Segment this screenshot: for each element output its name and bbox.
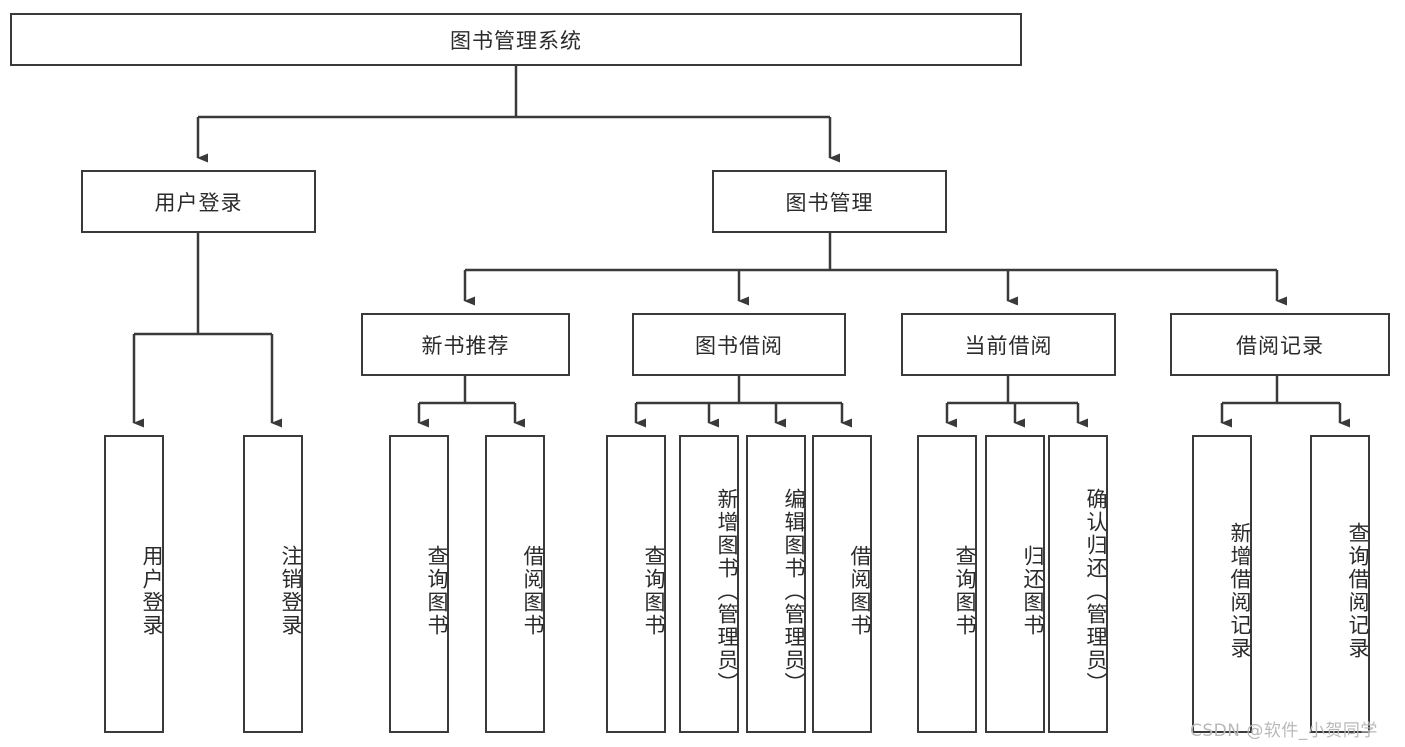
node-label: 查询图书 [642,545,666,637]
node-label: 图书管理 [785,190,874,215]
node-label: 新增图书（管理员） [715,487,739,695]
leaf-add-book-admin[interactable]: 新增图书（管理员） [679,435,739,733]
leaf-confirm-return-admin[interactable]: 确认归还（管理员） [1048,435,1108,733]
node-new-book-recommend[interactable]: 新书推荐 [361,313,570,376]
node-label: 借阅记录 [1236,333,1324,358]
node-book-management[interactable]: 图书管理 [712,170,947,233]
leaf-add-borrow-record[interactable]: 新增借阅记录 [1192,435,1252,733]
node-borrow-records[interactable]: 借阅记录 [1170,313,1390,376]
node-label: 借阅图书 [848,545,872,637]
node-label: 新书推荐 [421,333,510,358]
node-label: 图书借阅 [695,333,783,358]
node-label: 当前借阅 [964,333,1053,358]
node-book-borrow[interactable]: 图书借阅 [632,313,846,376]
leaf-borrow-book[interactable]: 借阅图书 [812,435,872,733]
node-label: 查询图书 [425,545,449,637]
node-label: 用户登录 [140,545,164,637]
leaf-query-book-new[interactable]: 查询图书 [389,435,449,733]
node-label: 图书管理系统 [450,28,582,53]
node-label: 借阅图书 [521,545,545,637]
leaf-edit-book-admin[interactable]: 编辑图书（管理员） [746,435,806,733]
node-current-borrow[interactable]: 当前借阅 [901,313,1116,376]
node-label: 编辑图书（管理员） [782,487,806,695]
node-label: 用户登录 [154,190,243,215]
node-label: 归还图书 [1021,545,1045,637]
node-label: 注销登录 [279,545,303,637]
node-label: 确认归还（管理员） [1084,487,1108,695]
leaf-query-book[interactable]: 查询图书 [606,435,666,733]
leaf-borrow-book-new[interactable]: 借阅图书 [485,435,545,733]
leaf-query-borrow-record[interactable]: 查询借阅记录 [1310,435,1370,733]
leaf-logout[interactable]: 注销登录 [243,435,303,733]
node-label: 新增借阅记录 [1228,522,1252,660]
watermark-text: CSDN @软件_小贺同学 [1190,721,1378,741]
leaf-return-book[interactable]: 归还图书 [985,435,1045,733]
node-user-login[interactable]: 用户登录 [81,170,316,233]
node-root-system[interactable]: 图书管理系统 [10,13,1022,66]
node-label: 查询借阅记录 [1346,522,1370,660]
node-label: 查询图书 [953,545,977,637]
leaf-user-login[interactable]: 用户登录 [104,435,164,733]
leaf-query-book-current[interactable]: 查询图书 [917,435,977,733]
